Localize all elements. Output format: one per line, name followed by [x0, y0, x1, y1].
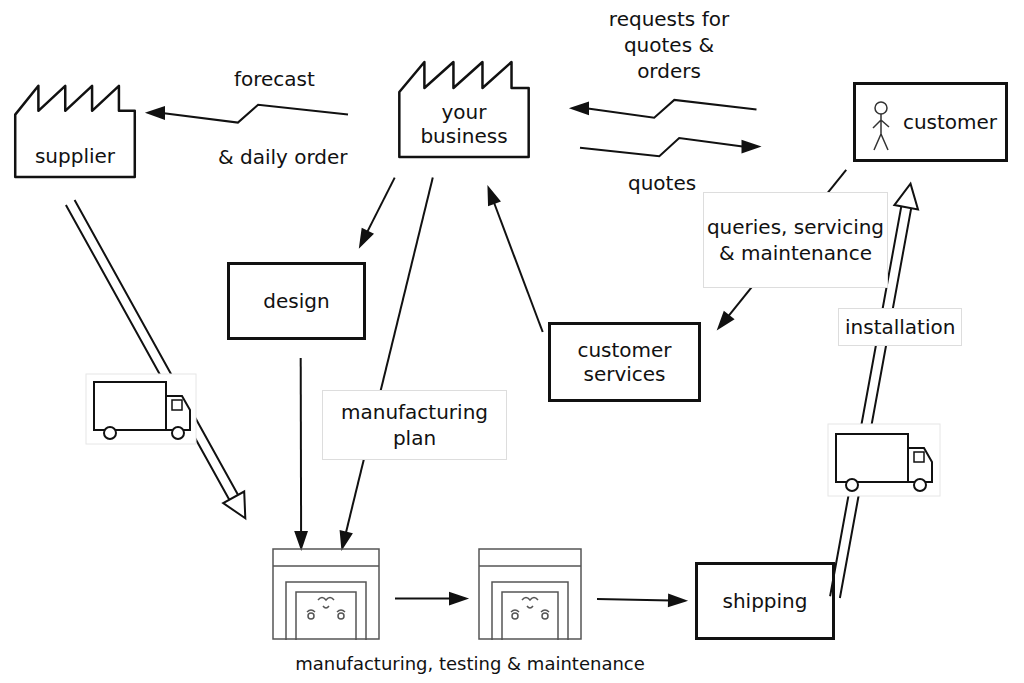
stick-figure — [873, 102, 889, 150]
process-box: customer services — [548, 322, 701, 402]
truck-icon — [828, 424, 940, 496]
arrow-head — [572, 103, 588, 114]
factory-outline — [15, 86, 135, 177]
message-arrow — [572, 100, 757, 118]
arrow-head — [450, 593, 466, 604]
workstation-drawing — [478, 548, 582, 640]
area-caption: manufacturing, testing & maintenance — [295, 652, 645, 676]
connector-line — [597, 599, 671, 601]
arrow-head — [719, 312, 733, 328]
workstation-icon: manufacturing, testing & maintenance — [272, 548, 380, 640]
truck-icon — [86, 374, 196, 444]
note-label: & daily order — [218, 144, 348, 170]
arrow-head — [341, 531, 352, 548]
node-label: supplier — [35, 144, 115, 168]
connector-line — [162, 105, 348, 123]
message-arrow — [580, 138, 759, 156]
edge-label: quotes — [628, 170, 696, 196]
business-factory: your business — [398, 58, 530, 158]
workstation-drawing — [273, 549, 379, 640]
node-label: customer — [903, 110, 997, 134]
arrow-head — [894, 184, 918, 210]
edge-label: requests for quotes & orders — [604, 6, 734, 84]
workstation-drawing — [479, 549, 581, 640]
arrow-head — [743, 141, 759, 152]
connector-line — [580, 138, 745, 156]
edge-label-box: manufacturing plan — [322, 390, 507, 460]
process-box: design — [227, 262, 366, 340]
connector-line — [493, 201, 542, 332]
connector-line — [367, 178, 395, 234]
connector-line — [66, 200, 238, 500]
flow-arrow — [489, 188, 543, 332]
flow-arrow — [395, 593, 466, 604]
arrow-head — [360, 229, 372, 246]
delivery-arrow — [66, 200, 245, 518]
flow-arrow — [597, 595, 685, 606]
connector-line — [395, 598, 452, 600]
supplier-factory: supplier — [14, 82, 136, 178]
process-box: shipping — [695, 562, 835, 640]
edge-label-box: queries, servicing & maintenance — [703, 192, 888, 288]
edge-label: forecast — [234, 66, 315, 92]
flow-arrow — [360, 178, 395, 246]
workstation-icon — [478, 548, 582, 640]
arrow-head — [148, 108, 164, 119]
arrow-head — [489, 188, 500, 205]
node-label: shipping — [723, 589, 808, 613]
customer-box: customer — [853, 82, 1008, 162]
connector-line — [300, 358, 302, 534]
node-label: customer services — [551, 338, 698, 386]
node-label: design — [263, 289, 329, 313]
arrow-head — [669, 595, 685, 606]
workstation-drawing — [272, 548, 380, 640]
flow-arrow — [296, 358, 307, 548]
node-label: your business — [398, 100, 530, 148]
connector-line — [346, 177, 433, 534]
arrow-head — [296, 532, 307, 548]
connector-line — [586, 100, 757, 118]
edge-label-box: installation — [838, 308, 962, 346]
arrow-head — [223, 492, 245, 519]
flow-arrow — [341, 177, 433, 548]
message-arrow — [148, 105, 348, 123]
